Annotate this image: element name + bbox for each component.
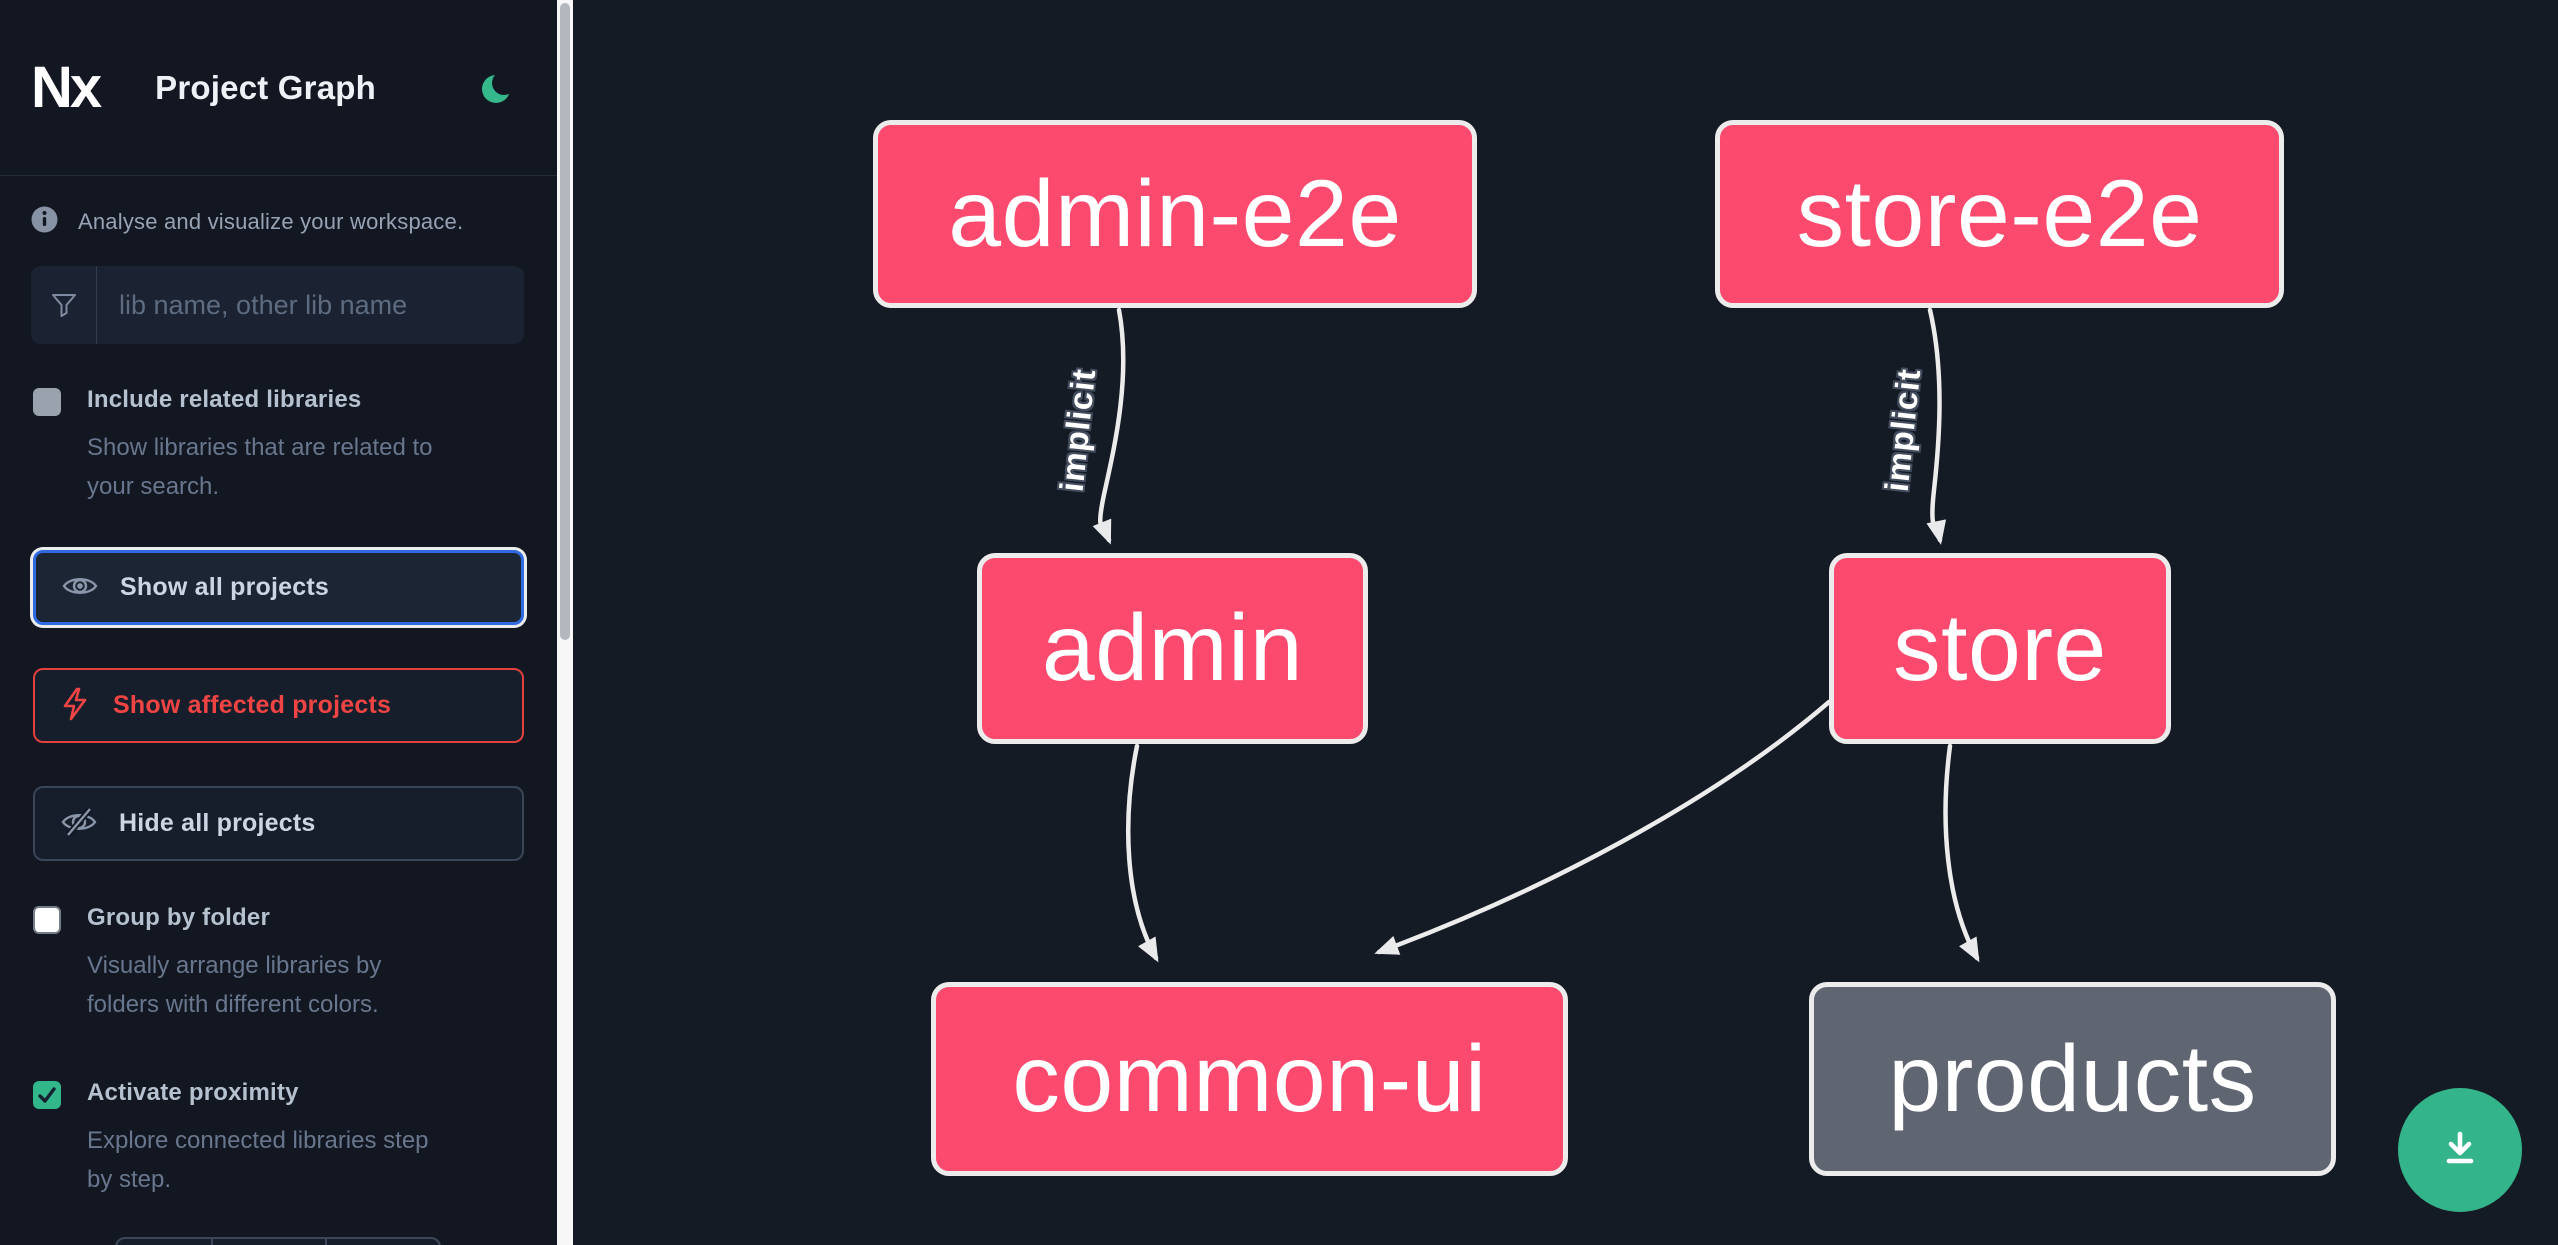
button-label: Hide all projects xyxy=(119,809,316,837)
sidebar-scrollbar[interactable] xyxy=(557,0,573,1245)
show-affected-projects-button[interactable]: Show affected projects xyxy=(33,668,524,743)
checkbox-checked-icon[interactable] xyxy=(33,1081,61,1109)
bolt-icon xyxy=(61,687,91,724)
show-all-projects-button[interactable]: Show all projects xyxy=(33,550,524,625)
edge-admin-e2e-admin xyxy=(1092,307,1126,545)
edge-store-common-ui xyxy=(1374,699,1832,955)
scrollbar-thumb[interactable] xyxy=(560,3,570,640)
eye-icon xyxy=(62,573,98,602)
graph-node-store[interactable]: store xyxy=(1829,553,2171,744)
checkbox-unchecked-icon[interactable] xyxy=(33,388,61,416)
checkbox-label: Activate proximity xyxy=(87,1079,299,1106)
search-box xyxy=(31,266,524,344)
download-graph-button[interactable] xyxy=(2398,1088,2522,1212)
checkbox-description: Visually arrange libraries by folders wi… xyxy=(87,952,382,1018)
graph-edges xyxy=(1092,307,1980,963)
edge-store-products xyxy=(1943,743,1980,963)
button-label: Show affected projects xyxy=(113,691,392,719)
depth-value-segment xyxy=(213,1239,327,1245)
filter-funnel-icon xyxy=(31,266,97,344)
depth-increment-segment[interactable] xyxy=(327,1239,439,1245)
graph-canvas[interactable]: admin-e2e store-e2e admin store common-u… xyxy=(573,0,2558,1245)
page-title: Project Graph xyxy=(155,68,376,106)
project-visibility-buttons: Show all projects Show affected projects xyxy=(0,550,557,861)
moon-icon xyxy=(479,70,516,109)
graph-node-store-e2e[interactable]: store-e2e xyxy=(1715,120,2284,308)
graph-node-admin[interactable]: admin xyxy=(977,553,1368,744)
workspace-info-row: Analyse and visualize your workspace. xyxy=(0,176,557,238)
sidebar: Nx Project Graph Analyse and vis xyxy=(0,0,557,1245)
edge-admin-common-ui xyxy=(1126,743,1159,963)
theme-toggle-button[interactable] xyxy=(479,70,516,109)
checkbox-label: Group by folder xyxy=(87,904,270,931)
checkbox-label: Include related libraries xyxy=(87,386,362,413)
depth-decrement-segment[interactable] xyxy=(117,1239,213,1245)
checkbox-include-related[interactable]: Include related libraries Show libraries… xyxy=(0,386,557,506)
download-icon xyxy=(2436,1125,2484,1176)
checkbox-group-by-folder[interactable]: Group by folder Visually arrange librari… xyxy=(0,904,557,1024)
checkbox-description: Explore connected libraries step by step… xyxy=(87,1127,429,1193)
workspace-info-text: Analyse and visualize your workspace. xyxy=(78,209,464,234)
graph-node-admin-e2e[interactable]: admin-e2e xyxy=(873,120,1477,308)
graph-node-products[interactable]: products xyxy=(1809,982,2336,1176)
checkbox-activate-proximity[interactable]: Activate proximity Explore connected lib… xyxy=(0,1079,557,1199)
eye-off-icon xyxy=(61,807,97,840)
graph-node-common-ui[interactable]: common-ui xyxy=(931,982,1568,1176)
sidebar-header: Nx Project Graph xyxy=(0,0,557,176)
button-label: Show all projects xyxy=(120,573,330,601)
edge-store-e2e-store xyxy=(1926,307,1947,545)
nx-logo: Nx xyxy=(31,54,102,120)
info-icon xyxy=(31,206,58,238)
proximity-depth-control[interactable] xyxy=(115,1237,441,1245)
hide-all-projects-button[interactable]: Hide all projects xyxy=(33,786,524,861)
checkbox-description: Show libraries that are related to your … xyxy=(87,434,433,500)
search-input[interactable] xyxy=(97,266,524,344)
checkbox-unchecked-icon[interactable] xyxy=(33,906,61,934)
